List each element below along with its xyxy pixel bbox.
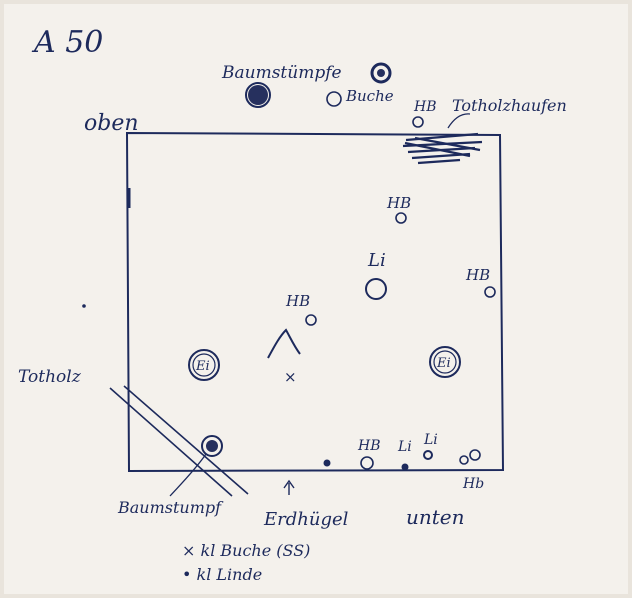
oak-tree-left: [188, 349, 220, 381]
hb-tree-6a: [459, 455, 469, 465]
small-beech-mark: ×: [284, 368, 297, 386]
label-hb-4: HB: [285, 292, 310, 310]
stump-bottom-core: [206, 440, 218, 452]
stump-top-left-ring: [245, 82, 271, 108]
label-unten: unten: [406, 505, 465, 529]
hb-tree-3: [484, 286, 496, 298]
hb-tree-2: [395, 212, 407, 224]
label-li-1: Li: [367, 250, 386, 271]
label-baumstumpf: Baumstumpf: [117, 498, 224, 517]
beech-top: [326, 91, 342, 107]
label-erdhuegel: Erdhügel: [263, 509, 349, 530]
label-oben: oben: [84, 111, 139, 136]
deadwood-log: [109, 385, 249, 497]
label-hb-5: HB: [357, 438, 381, 454]
hb-tree-5: [360, 456, 374, 470]
label-hb-3: HB: [465, 266, 490, 284]
label-totholz: Totholz: [18, 367, 82, 387]
label-hb-2: HB: [386, 194, 411, 212]
legend-small-beech: × kl Buche (SS): [182, 541, 310, 560]
stump-bottom: [201, 435, 223, 457]
label-ei-2: Ei: [436, 356, 451, 371]
small-linden-2: [401, 463, 409, 471]
label-li-2: Li: [397, 439, 412, 455]
mound-shape: [267, 328, 301, 359]
paper: [4, 4, 628, 594]
legend-small-linden: • kl Linde: [182, 565, 262, 584]
hb-top-tree: [412, 116, 424, 128]
stump-top-right: [370, 62, 392, 84]
label-li-3: Li: [423, 432, 438, 448]
hb-tree-4: [305, 314, 317, 326]
stray-dot: [82, 304, 86, 308]
sheet-title-text: A 50: [31, 25, 103, 60]
oak-tree-left-inner: [192, 353, 216, 377]
oak-tree-right-inner: [433, 350, 457, 374]
deadwood-line: [447, 113, 471, 129]
label-baumstuempfe: Baumstümpfe: [221, 63, 342, 83]
stump-top-right-core: [377, 69, 385, 77]
label-totholzhaufen: Totholzhaufen: [452, 96, 567, 115]
label-ei-1: Ei: [195, 359, 210, 374]
oak-tree-right: [429, 346, 461, 378]
stump-bottom-pointer: [169, 453, 207, 497]
deadwood-pile: [402, 132, 483, 165]
small-linden-1: [323, 459, 331, 467]
plot-boundary: [125, 131, 505, 473]
li-tree-3: [423, 450, 433, 460]
mound-arrow: [283, 479, 295, 495]
label-hb-top: HB: [413, 99, 437, 115]
li-tree-1: [365, 278, 387, 300]
stump-top-left: [248, 85, 268, 105]
label-buche: Buche: [345, 87, 394, 105]
label-hb-6: Hb: [462, 476, 484, 492]
hb-tree-6b: [469, 449, 481, 461]
